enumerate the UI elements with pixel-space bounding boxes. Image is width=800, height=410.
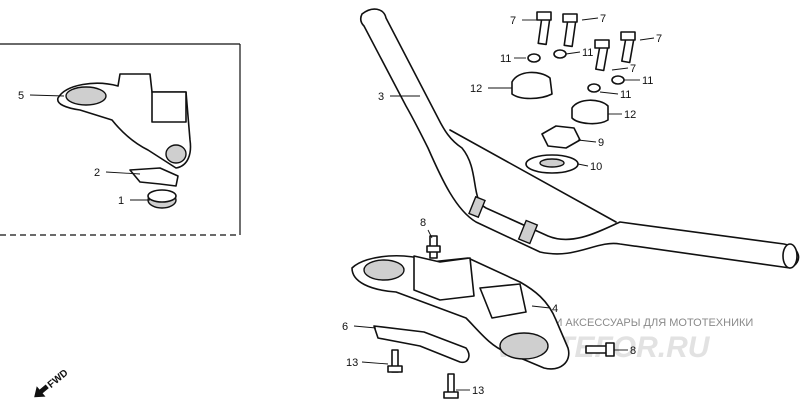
handlebar-part xyxy=(359,8,800,269)
inset-bracket-part xyxy=(129,167,179,187)
callout-13-a: 13 xyxy=(346,357,358,369)
forward-direction-indicator: FWD xyxy=(34,368,71,398)
steering-nut-part xyxy=(541,125,581,149)
upper-holder-left-part xyxy=(511,71,553,100)
callout-8-a: 8 xyxy=(420,217,426,229)
inset-holder-part xyxy=(57,73,192,169)
washer-11-c xyxy=(611,75,625,85)
callout-11-d: 11 xyxy=(620,89,631,101)
callout-7-d: 7 xyxy=(656,33,662,45)
callout-7-a: 7 xyxy=(510,15,516,27)
callout-7-c: 7 xyxy=(630,63,636,75)
callout-6: 6 xyxy=(342,321,348,333)
stay-part xyxy=(373,325,470,364)
callout-labels: 5 2 1 3 4 6 7 7 7 7 8 8 9 10 11 11 11 11… xyxy=(18,13,662,397)
bolt-8-upper xyxy=(426,235,441,259)
callout-11-c: 11 xyxy=(642,75,653,87)
arrow-icon xyxy=(34,384,49,398)
bolt-7-c xyxy=(594,39,610,72)
washer-part xyxy=(525,154,579,174)
callout-5: 5 xyxy=(18,90,24,102)
bolt-13-a xyxy=(387,349,403,373)
bolt-8-right xyxy=(585,342,615,357)
callout-9: 9 xyxy=(598,137,604,149)
callout-11-a: 11 xyxy=(500,53,511,65)
callout-12-a: 12 xyxy=(470,83,482,95)
bolt-13-b xyxy=(443,373,459,399)
leader-lines xyxy=(29,17,655,391)
inset-bushing-part xyxy=(147,189,177,209)
inset-frame xyxy=(0,43,241,236)
callout-4: 4 xyxy=(552,303,558,315)
washer-11-a xyxy=(527,53,541,63)
callout-1: 1 xyxy=(118,195,124,207)
callout-12-b: 12 xyxy=(624,109,636,121)
upper-holder-right-part xyxy=(571,99,609,125)
callout-2: 2 xyxy=(94,167,100,179)
washer-11-d xyxy=(587,83,601,93)
bolt-7-a xyxy=(536,11,552,46)
fwd-label: FWD xyxy=(46,368,71,391)
bolt-7-d xyxy=(620,31,636,64)
callout-3: 3 xyxy=(378,91,384,103)
callout-10: 10 xyxy=(590,161,602,173)
callout-13-b: 13 xyxy=(472,385,484,397)
callout-7-b: 7 xyxy=(600,13,606,25)
bolt-7-b xyxy=(562,13,578,48)
handle-holder-part xyxy=(351,254,570,370)
washer-11-b xyxy=(553,49,567,59)
callout-11-b: 11 xyxy=(582,47,593,59)
callout-8-b: 8 xyxy=(630,345,636,357)
